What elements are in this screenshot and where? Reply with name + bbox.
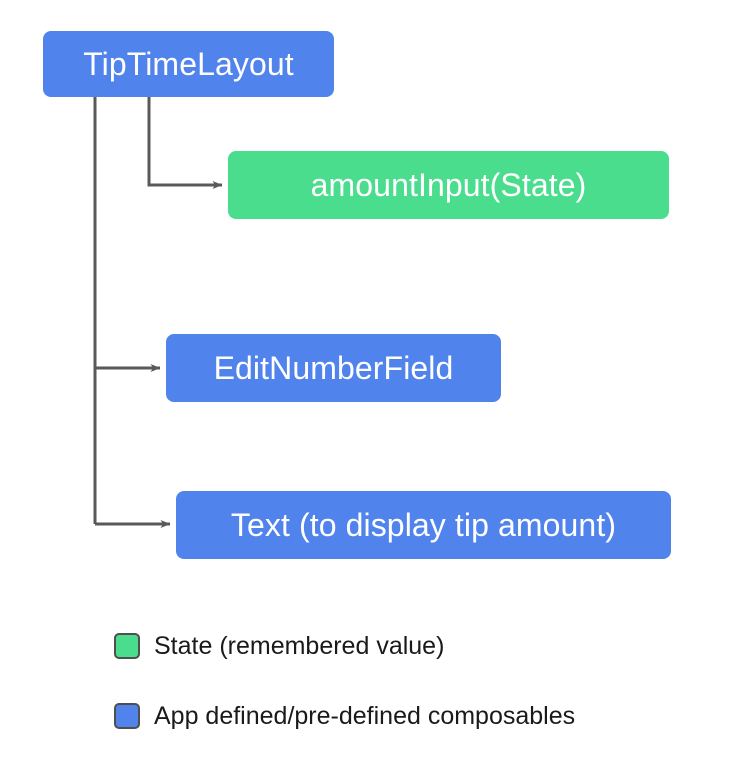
node-text-display-tip-amount[interactable]: Text (to display tip amount) <box>176 491 671 559</box>
legend-swatch-state-icon <box>114 633 140 659</box>
node-amountinput-state[interactable]: amountInput(State) <box>228 151 669 219</box>
legend: State (remembered value) App defined/pre… <box>114 624 575 738</box>
legend-swatch-composables-icon <box>114 703 140 729</box>
edge-root-to-amountinput <box>147 97 223 189</box>
legend-item-state: State (remembered value) <box>114 624 575 668</box>
legend-item-composables: App defined/pre-defined composables <box>114 694 575 738</box>
legend-label-composables: App defined/pre-defined composables <box>154 701 576 730</box>
node-tiptimelayout[interactable]: TipTimeLayout <box>43 31 334 97</box>
node-editnumberfield[interactable]: EditNumberField <box>166 334 501 402</box>
legend-label-state: State (remembered value) <box>154 631 445 660</box>
